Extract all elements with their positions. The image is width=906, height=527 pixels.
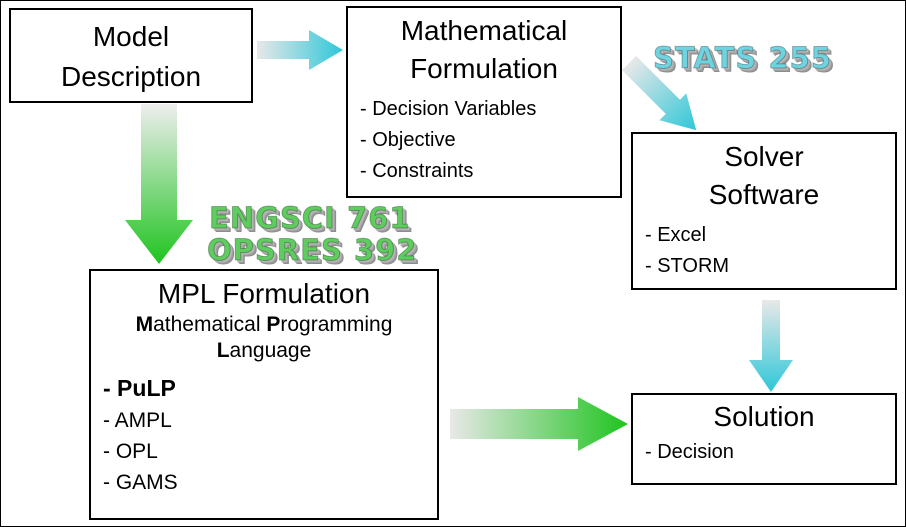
mpl-formulation-box: MPL Formulation Mathematical Programming… bbox=[89, 269, 439, 520]
mpl-subtitle-text: athematical bbox=[153, 313, 267, 336]
math-formulation-item: - Decision Variables bbox=[360, 98, 537, 120]
model-description-title: Model Description bbox=[60, 21, 202, 92]
mpl-subtitle-text: anguage bbox=[229, 339, 312, 362]
solution-items: - Decision bbox=[633, 437, 895, 468]
model-description-box: Model Description bbox=[9, 8, 253, 103]
arrow-polygon bbox=[621, 55, 697, 131]
mpl-subtitle: Mathematical Programming Language bbox=[91, 312, 437, 364]
arrow-polygon bbox=[450, 397, 628, 451]
mpl-item: - AMPL bbox=[103, 409, 172, 432]
solver-software-item: - Excel bbox=[645, 224, 707, 246]
arrow-model-to-math-icon bbox=[257, 30, 343, 70]
arrow-math-to-solver-icon bbox=[621, 55, 697, 131]
mpl-item: - OPL bbox=[103, 440, 158, 463]
solution-title: Solution bbox=[713, 401, 815, 432]
opsres-392-label: OPSRES 392 bbox=[206, 233, 418, 268]
solver-software-item: - STORM bbox=[645, 255, 730, 277]
solution-box: Solution - Decision bbox=[631, 393, 897, 485]
arrow-model-to-mpl-icon bbox=[125, 104, 193, 264]
mpl-items: - PuLP - AMPL - OPL - GAMS bbox=[91, 372, 437, 498]
math-formulation-title: Mathematical Formulation bbox=[400, 15, 568, 84]
solution-item: - Decision bbox=[645, 441, 734, 463]
solver-software-box: Solver Software - Excel - STORM bbox=[631, 132, 897, 290]
arrow-polygon bbox=[257, 30, 343, 70]
solver-software-title: Solver Software bbox=[708, 141, 820, 210]
math-formulation-items: - Decision Variables - Objective - Const… bbox=[348, 94, 620, 187]
mpl-subtitle-line2: Language bbox=[91, 338, 437, 364]
mpl-item: - GAMS bbox=[103, 471, 178, 494]
mpl-subtitle-bold: L bbox=[216, 339, 230, 362]
solver-software-items: - Excel - STORM bbox=[633, 220, 895, 282]
arrow-solver-to-solution-icon bbox=[749, 300, 793, 392]
mpl-subtitle-bold: P bbox=[266, 313, 281, 336]
engsci-761-label: ENGSCI 761 bbox=[208, 201, 411, 236]
arrow-polygon bbox=[749, 300, 793, 392]
arrow-mpl-to-solution-icon bbox=[450, 397, 628, 451]
mpl-subtitle-text: rogramming bbox=[280, 313, 393, 336]
mpl-formulation-title: MPL Formulation bbox=[157, 278, 371, 309]
mpl-subtitle-line1: Mathematical Programming bbox=[91, 312, 437, 338]
math-formulation-box: Mathematical Formulation - Decision Vari… bbox=[346, 6, 622, 198]
math-formulation-item: - Constraints bbox=[360, 160, 474, 182]
stats-255-label: STATS 255 bbox=[653, 41, 832, 76]
mpl-item: - PuLP bbox=[103, 375, 176, 401]
math-formulation-item: - Objective bbox=[360, 129, 456, 151]
mpl-subtitle-bold: M bbox=[135, 313, 154, 336]
arrow-polygon bbox=[125, 104, 193, 264]
